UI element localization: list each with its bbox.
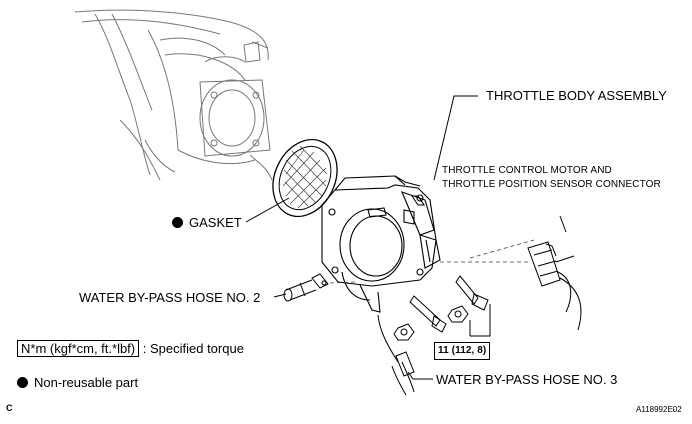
water-bypass-hose-3-label: WATER BY-PASS HOSE NO. 3 — [436, 372, 618, 387]
alignment-lines — [329, 239, 535, 284]
torque-value-box: 11 (112, 8) — [434, 342, 491, 360]
filled-circle-icon — [17, 377, 28, 388]
figure-id: A118992E02 — [636, 405, 682, 414]
non-reusable-legend-text: Non-reusable part — [34, 375, 139, 390]
throttle-body-assembly-label: THROTTLE BODY ASSEMBLY — [486, 88, 667, 103]
connector-label-line2: THROTTLE POSITION SENSOR CONNECTOR — [442, 179, 661, 190]
leader-lines — [245, 95, 567, 380]
gasket-label-text: GASKET — [189, 215, 242, 230]
water-bypass-hose-2-drawing — [283, 273, 329, 302]
filled-circle-icon — [172, 217, 183, 228]
intake-manifold-drawing — [74, 9, 273, 181]
connector-drawing — [527, 241, 582, 331]
gasket-label: GASKET — [172, 215, 242, 230]
torque-unit-box: N*m (kgf*cm, ft.*lbf) — [17, 340, 140, 357]
throttle-body-drawing — [321, 175, 441, 313]
gasket-drawing — [272, 138, 338, 218]
torque-legend: N*m (kgf*cm, ft.*lbf) : Specified torque — [17, 340, 244, 357]
non-reusable-legend: Non-reusable part — [17, 375, 138, 390]
water-bypass-hose-3-drawing — [377, 314, 415, 396]
water-bypass-hose-2-label: WATER BY-PASS HOSE NO. 2 — [79, 290, 261, 305]
corner-letter: C — [6, 403, 13, 413]
bolts-and-nuts-drawing — [393, 275, 489, 341]
torque-legend-desc: : Specified torque — [142, 341, 244, 356]
connector-label-line1: THROTTLE CONTROL MOTOR AND — [442, 165, 612, 176]
